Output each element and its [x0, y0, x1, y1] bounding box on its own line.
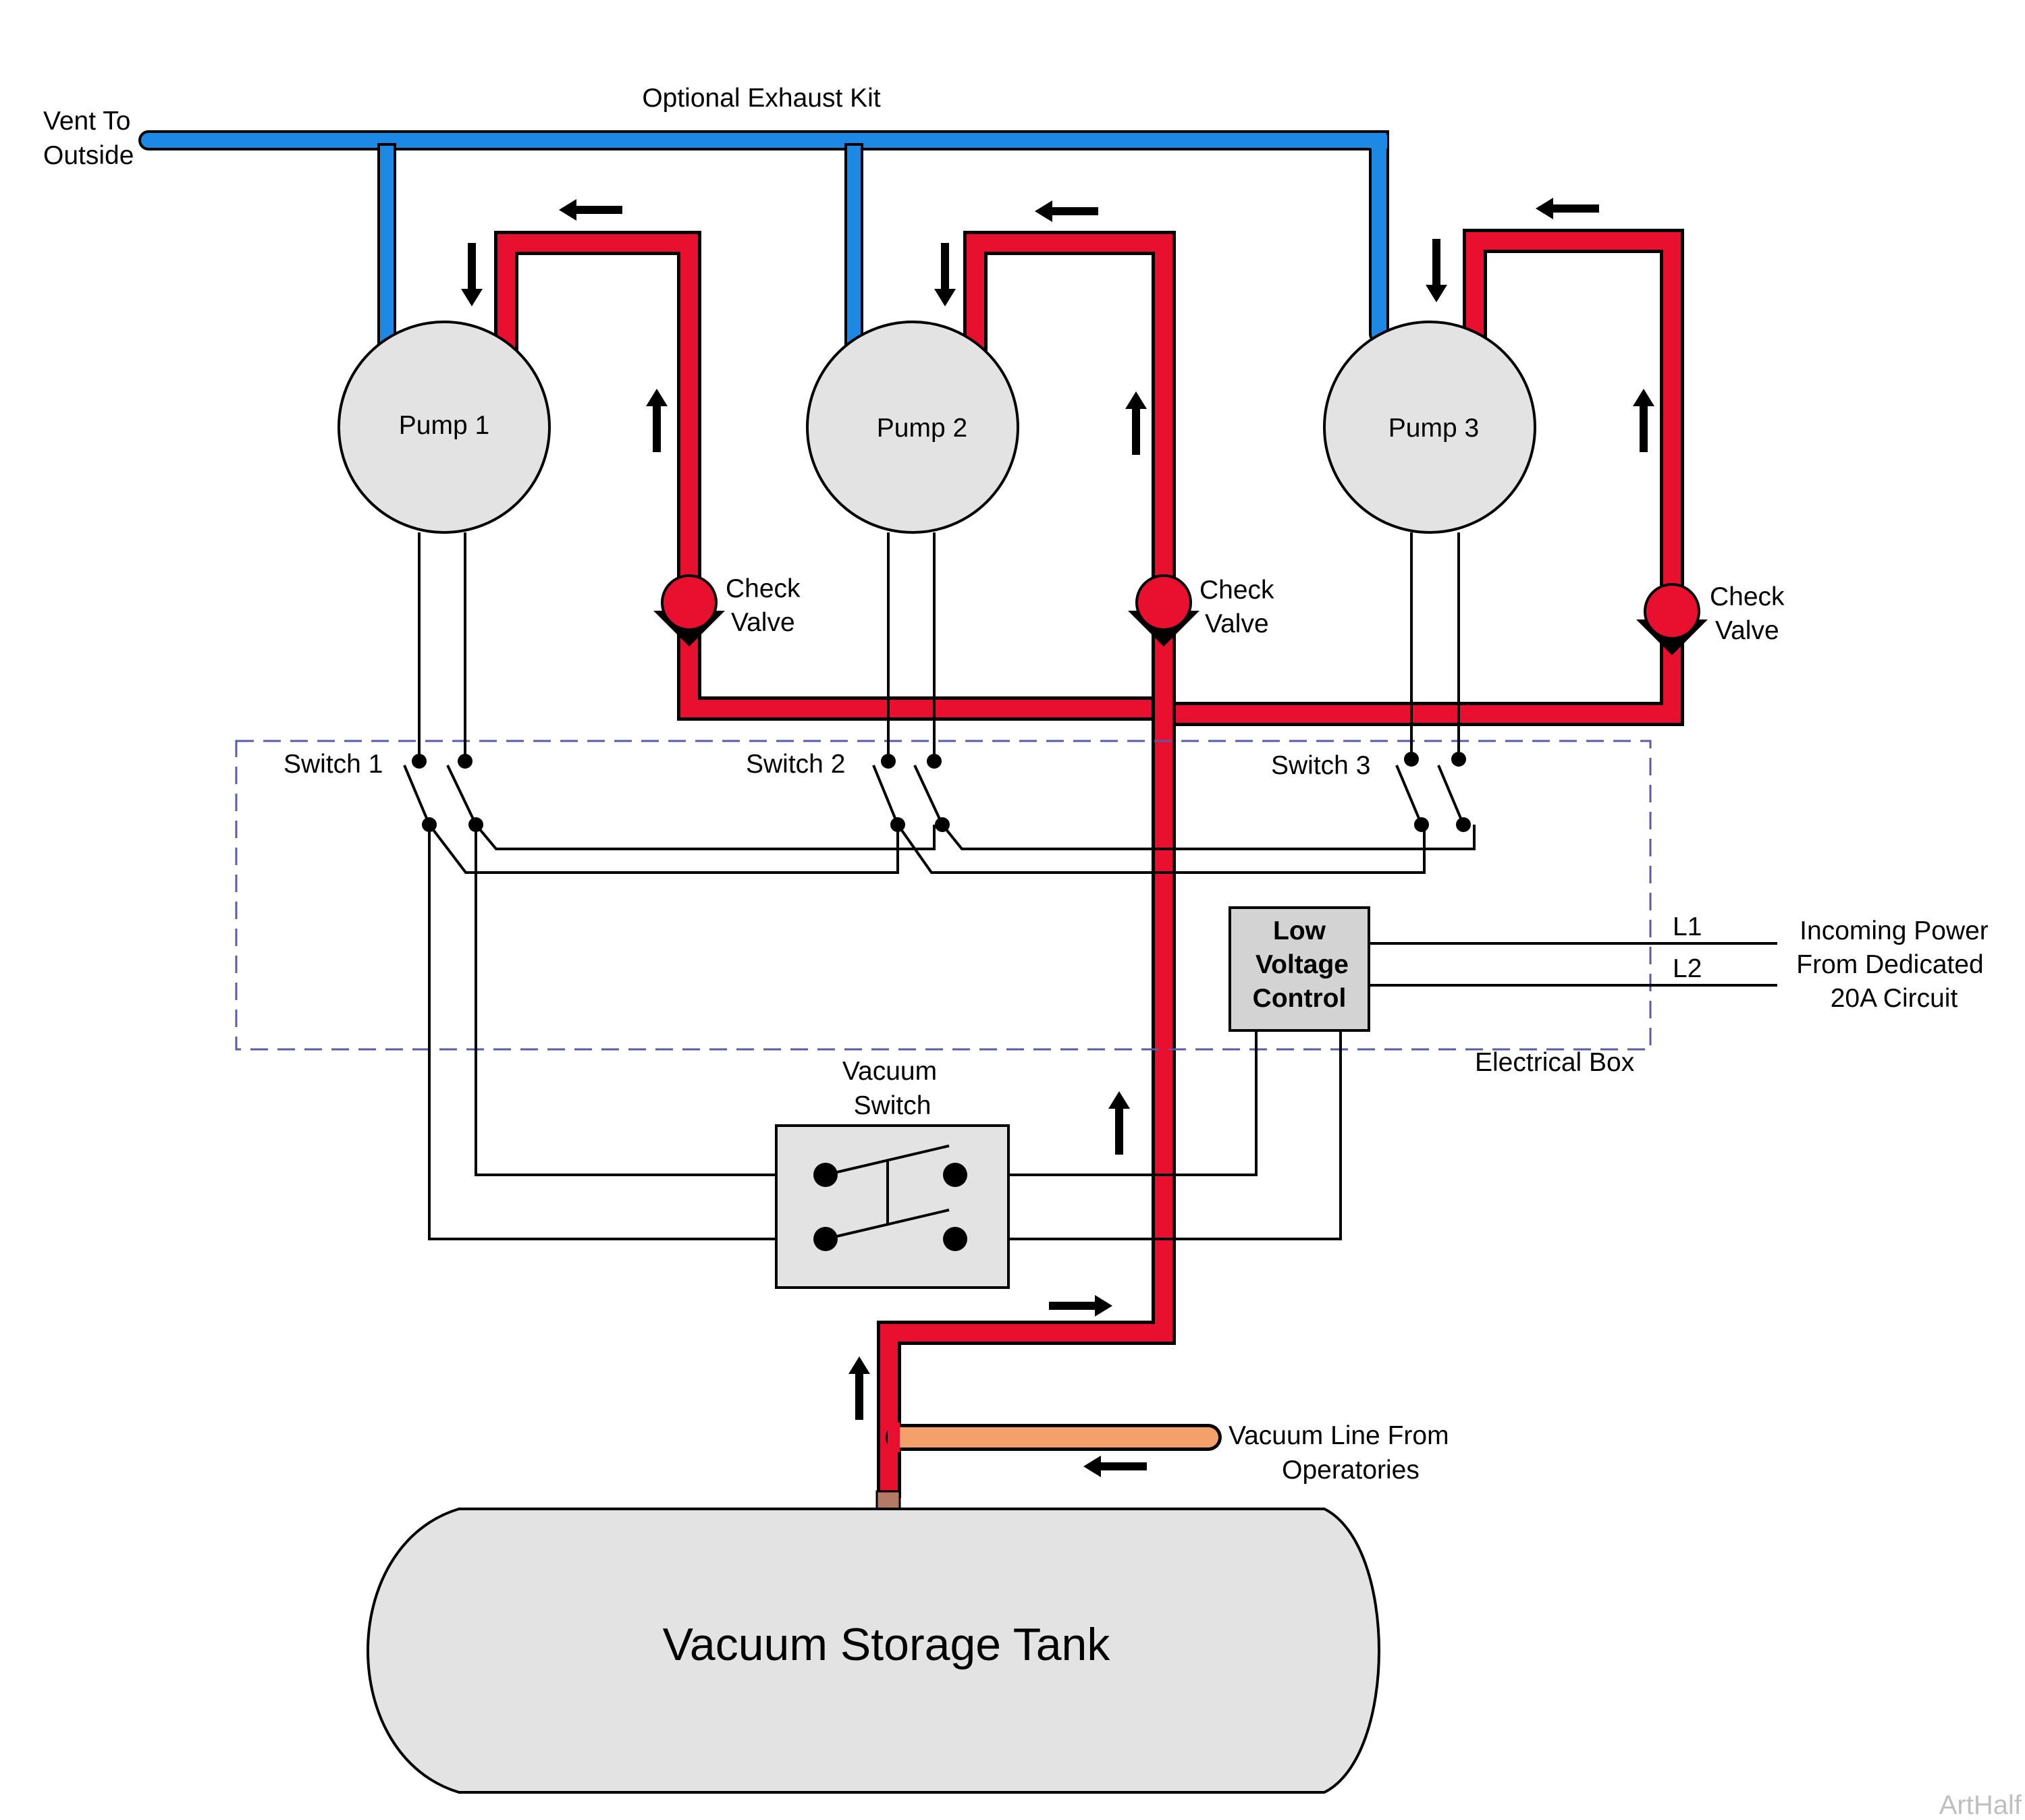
switch-2-label: Switch 2 [746, 750, 845, 779]
arrow-icon [1108, 1091, 1130, 1155]
electrical-box-label: Electrical Box [1475, 1048, 1635, 1077]
arrow-icon [848, 1356, 870, 1420]
pump-3-label: Pump 3 [1388, 414, 1479, 443]
check-valve-1-label-1: Check [726, 574, 801, 603]
contact-dot-icon [927, 754, 942, 769]
arrow-icon [1633, 389, 1654, 452]
contact-dot-icon [881, 754, 896, 769]
pump-2: Pump 2 [806, 321, 1019, 534]
check-valve-1 [653, 574, 725, 646]
contact-dot-icon [422, 817, 437, 832]
check-valve-2-label-1: Check [1199, 576, 1274, 605]
low-voltage-label-3: Control [1253, 984, 1347, 1013]
power-label-1: Incoming Power [1800, 916, 1989, 945]
vacuum-storage-tank: Vacuum Storage Tank [367, 1508, 1380, 1794]
check-valve-2-label-2: Valve [1205, 609, 1269, 638]
pump-1: Pump 1 [338, 321, 551, 534]
switch-contacts [412, 752, 1471, 832]
arrow-icon [559, 199, 622, 221]
arrow-icon [1125, 391, 1147, 455]
contact-dot-icon [1414, 817, 1429, 832]
check-valve-3-label-2: Valve [1715, 616, 1779, 645]
pump-2-label: Pump 2 [877, 414, 967, 443]
vacuum-switch-label-2: Switch [854, 1091, 932, 1120]
exhaust-drop-pump-2 [844, 143, 863, 348]
switch-3-label: Switch 3 [1271, 751, 1370, 780]
exhaust-header-pipe [138, 130, 1389, 344]
pump-1-label: Pump 1 [399, 411, 489, 440]
exhaust-drop-pump-1 [377, 143, 396, 348]
arrow-icon [1426, 239, 1447, 302]
contact-dot-icon [458, 754, 473, 769]
tank-label: Vacuum Storage Tank [663, 1619, 1111, 1670]
electrical-box [235, 740, 1652, 1051]
power-label-3: 20A Circuit [1831, 984, 1958, 1013]
contact-dot-icon [468, 817, 483, 832]
check-valve-3-label-1: Check [1710, 582, 1785, 611]
contact-dot-icon [813, 1227, 838, 1251]
arrow-icon [646, 389, 668, 452]
arrow-icon [1083, 1456, 1147, 1477]
contact-dot-icon [890, 817, 905, 832]
check-valve-3 [1636, 583, 1708, 655]
arrow-icon [1536, 198, 1599, 219]
low-voltage-label-1: Low [1273, 916, 1326, 945]
vacuum-switch-label-1: Vacuum [842, 1057, 937, 1086]
check-valve-2 [1128, 574, 1199, 646]
contact-dot-icon [1404, 752, 1419, 767]
watermark: ArtHalf [1939, 1790, 2022, 1820]
contact-dot-icon [935, 817, 950, 832]
arrow-icon [1049, 1295, 1112, 1317]
check-valve-1-label-2: Valve [731, 608, 795, 637]
contact-dot-icon [412, 754, 427, 769]
contact-dot-icon [943, 1227, 967, 1251]
low-voltage-label-2: Voltage [1256, 950, 1349, 979]
exhaust-piping [138, 130, 1389, 348]
vacuum-line-label-1: Vacuum Line From [1228, 1421, 1449, 1450]
contact-dot-icon [1456, 817, 1471, 832]
vacuum-line-label-2: Operatories [1282, 1456, 1420, 1485]
l1-label: L1 [1673, 912, 1702, 941]
contact-dot-icon [813, 1163, 838, 1187]
arrow-icon [934, 243, 956, 306]
contact-dot-icon [1451, 752, 1466, 767]
pump-3: Pump 3 [1323, 321, 1536, 534]
exhaust-kit-label: Optional Exhaust Kit [642, 84, 881, 113]
switch-1-label: Switch 1 [284, 750, 383, 779]
l2-label: L2 [1673, 954, 1702, 983]
wiring [403, 532, 1777, 1240]
vent-label-2: Outside [43, 141, 134, 170]
labels: Vent To Outside Optional Exhaust Kit Che… [43, 84, 2022, 1820]
low-voltage-control: Low Voltage Control [1228, 906, 1370, 1032]
arrow-icon [1035, 200, 1098, 222]
arrow-icon [461, 243, 483, 306]
contact-dot-icon [943, 1163, 967, 1187]
power-label-2: From Dedicated [1796, 950, 1983, 979]
vent-label-1: Vent To [43, 107, 130, 136]
vacuum-switch [775, 1124, 1010, 1289]
